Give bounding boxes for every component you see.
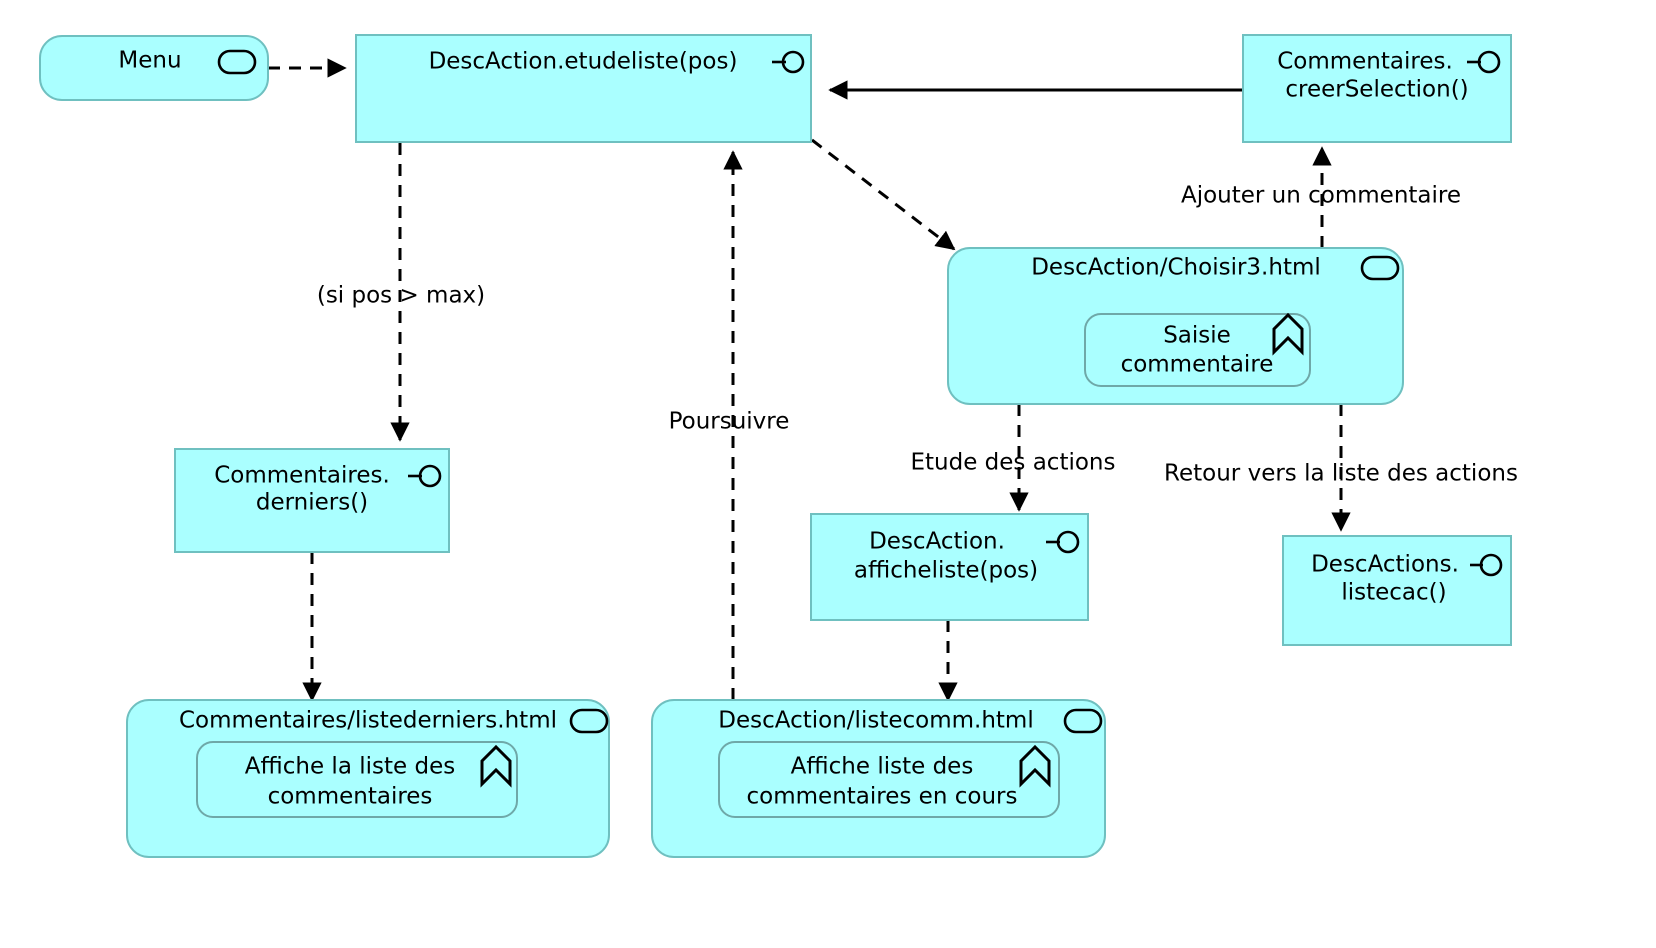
inner-listederniers-label-line2: commentaires bbox=[268, 784, 433, 810]
inner-box-affiche-liste-en-cours[interactable]: Affiche liste des commentaires en cours bbox=[718, 741, 1060, 818]
node-menu[interactable]: Menu bbox=[39, 35, 269, 101]
node-commentaires-listederniers-html[interactable]: Commentaires/listederniers.html Affiche … bbox=[126, 699, 610, 858]
node-listecomm-label: DescAction/listecomm.html bbox=[718, 708, 1033, 734]
node-descaction-listecomm-html[interactable]: DescAction/listecomm.html Affiche liste … bbox=[651, 699, 1106, 858]
edge-etudeliste-to-derniers: (si pos > max) bbox=[317, 143, 485, 442]
node-creerselection-label-line1: Commentaires. bbox=[1277, 49, 1453, 75]
node-afficheliste-label-line2: afficheliste(pos) bbox=[854, 558, 1038, 584]
node-listecac-label-line2: listecac() bbox=[1341, 580, 1446, 606]
node-derniers-label-line2: derniers() bbox=[256, 490, 368, 516]
page-icon bbox=[1063, 708, 1103, 734]
node-commentaires-derniers[interactable]: Commentaires. derniers() bbox=[174, 448, 450, 553]
node-descaction-etudeliste[interactable]: DescAction.etudeliste(pos) bbox=[355, 34, 812, 143]
page-icon bbox=[1360, 255, 1400, 281]
interface-lollipop-icon bbox=[1046, 530, 1080, 554]
inner-listederniers-label-line1: Affiche la liste des bbox=[245, 754, 455, 780]
interface-lollipop-icon bbox=[772, 50, 805, 74]
edge-label-poursuivre: Poursuivre bbox=[669, 409, 790, 435]
node-choisir3-label: DescAction/Choisir3.html bbox=[1031, 255, 1321, 281]
edge-label-si-pos-max: (si pos > max) bbox=[317, 283, 485, 309]
edge-label-ajouter-commentaire: Ajouter un commentaire bbox=[1181, 183, 1461, 209]
node-descactions-listecac[interactable]: DescActions. listecac() bbox=[1282, 535, 1512, 646]
node-descaction-afficheliste[interactable]: DescAction. afficheliste(pos) bbox=[810, 513, 1089, 621]
page-icon bbox=[217, 49, 257, 75]
node-derniers-label-line1: Commentaires. bbox=[214, 463, 390, 489]
node-listederniers-label: Commentaires/listederniers.html bbox=[179, 708, 557, 734]
edge-listecomm-to-etudeliste: Poursuivre bbox=[669, 150, 790, 700]
inner-saisie-label-line2: commentaire bbox=[1121, 352, 1274, 378]
edge-choisir3-to-afficheliste: Etude des actions bbox=[910, 404, 1116, 512]
edge-etudeliste-to-choisir3 bbox=[811, 138, 956, 251]
inner-box-affiche-liste-commentaires[interactable]: Affiche la liste des commentaires bbox=[196, 741, 518, 818]
node-listecac-label-line1: DescActions. bbox=[1311, 552, 1459, 578]
edge-choisir3-to-listecac: Retour vers la liste des actions bbox=[1164, 404, 1518, 532]
chevron-up-icon bbox=[1019, 744, 1051, 788]
edge-label-retour-liste-actions: Retour vers la liste des actions bbox=[1164, 461, 1518, 487]
inner-listecomm-label-line2: commentaires en cours bbox=[747, 784, 1018, 810]
inner-listecomm-label-line1: Affiche liste des bbox=[791, 754, 974, 780]
page-icon bbox=[569, 708, 609, 734]
node-etudeliste-label: DescAction.etudeliste(pos) bbox=[429, 49, 738, 75]
inner-saisie-label-line1: Saisie bbox=[1163, 323, 1231, 349]
edge-choisir3-to-creerselection: Ajouter un commentaire bbox=[1181, 146, 1461, 248]
node-commentaires-creerselection[interactable]: Commentaires. creerSelection() bbox=[1242, 34, 1512, 143]
interface-lollipop-icon bbox=[1470, 553, 1503, 577]
interface-lollipop-icon bbox=[1467, 50, 1501, 74]
node-menu-label: Menu bbox=[118, 48, 181, 74]
node-afficheliste-label-line1: DescAction. bbox=[869, 529, 1005, 555]
interface-lollipop-icon bbox=[408, 464, 442, 488]
chevron-up-icon bbox=[1272, 312, 1304, 356]
inner-box-saisie-commentaire[interactable]: Saisie commentaire bbox=[1084, 312, 1311, 387]
chevron-up-icon bbox=[480, 744, 512, 788]
edge-label-etude-des-actions: Etude des actions bbox=[910, 450, 1115, 476]
node-creerselection-label-line2: creerSelection() bbox=[1285, 77, 1468, 103]
node-descaction-choisir3-html[interactable]: DescAction/Choisir3.html Saisie commenta… bbox=[947, 247, 1404, 405]
